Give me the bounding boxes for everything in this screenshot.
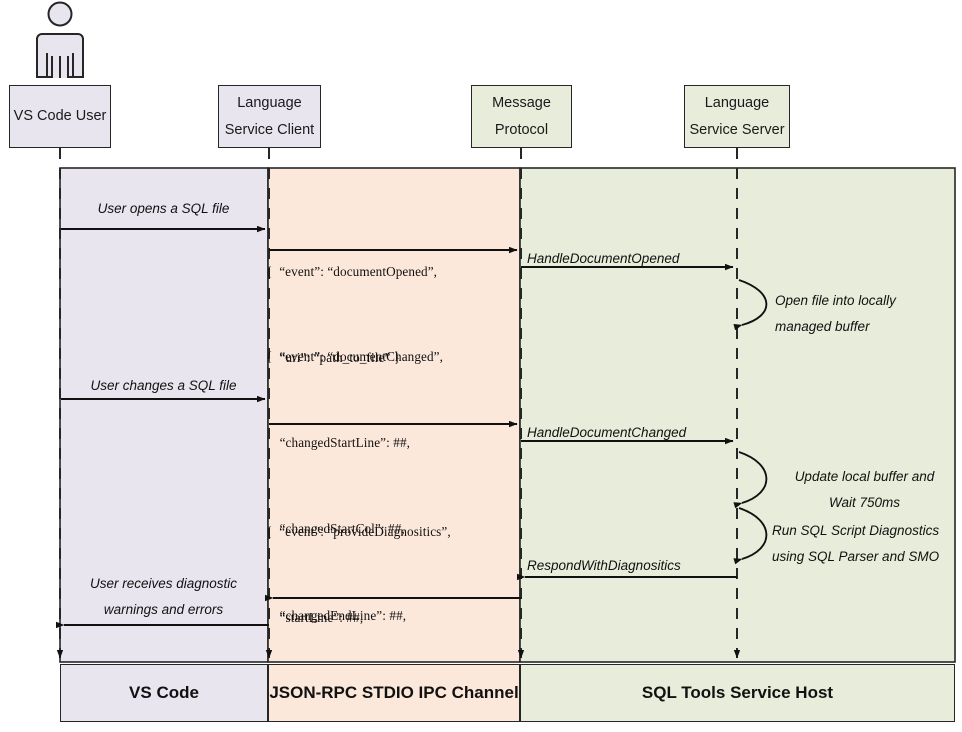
participant-box-vs-code-user[interactable]: VS Code User — [9, 85, 111, 148]
message-label-user-receives-diagnostics: User receives diagnostic warnings and er… — [89, 576, 238, 618]
participant-label-line2: Service Client — [224, 121, 315, 138]
participant-label-line2: Protocol — [494, 121, 549, 138]
payload-document-opened: { “event”: “documentOpened”, “uri”: “pat… — [266, 263, 438, 365]
person-icon — [36, 1, 84, 78]
participant-box-language-service-server[interactable]: Language Service Server — [684, 85, 790, 148]
lane-footer-json-rpc-stdio-ipc-channel[interactable]: JSON-RPC STDIO IPC Channel — [268, 664, 520, 722]
self-arrow-open-file-buffer — [733, 279, 768, 331]
self-note-run-diagnostics: Run SQL Script Diagnostics using SQL Par… — [772, 523, 940, 565]
message-label-respond-with-diagnositics: RespondWithDiagnositics — [527, 558, 681, 573]
participant-label-line1: Language — [704, 94, 770, 111]
participant-box-message-protocol[interactable]: Message Protocol — [471, 85, 572, 148]
self-arrow-run-diagnostics — [733, 507, 768, 565]
message-label-handle-document-changed: HandleDocumentChanged — [527, 425, 687, 440]
participant-label-line2: Service Server — [689, 121, 785, 138]
message-label-user-opens-sql-file: User opens a SQL file — [97, 201, 230, 216]
participant-label-line1: Language — [237, 94, 302, 111]
participant-label-line1: VS Code User — [13, 108, 107, 125]
message-label-user-changes-sql-file: User changes a SQL file — [90, 378, 237, 393]
self-note-update-buffer-wait: Update local buffer and Wait 750ms — [794, 469, 935, 511]
lane-footer-sql-tools-service-host[interactable]: SQL Tools Service Host — [520, 664, 955, 722]
self-note-open-file-buffer: Open file into locally managed buffer — [775, 293, 896, 335]
participant-label-line1: Message — [492, 94, 551, 111]
self-arrow-update-buffer-wait — [733, 451, 768, 509]
participant-box-language-service-client[interactable]: Language Service Client — [218, 85, 321, 148]
message-label-handle-document-opened: HandleDocumentOpened — [527, 251, 680, 266]
lane-footer-vs-code[interactable]: VS Code — [60, 664, 268, 722]
